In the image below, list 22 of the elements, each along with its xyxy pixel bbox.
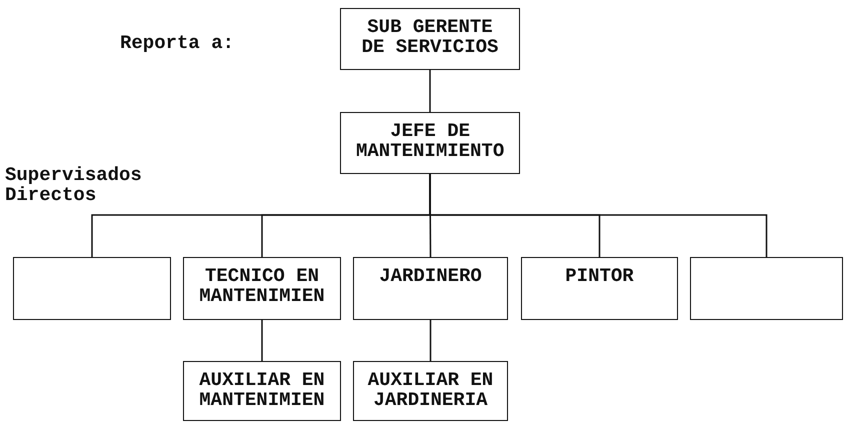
position-title: SUB GERENTE DE SERVICIOS (360, 17, 500, 57)
reports-to-label: Reporta a: (120, 33, 234, 53)
direct-reports-label: Supervisados Directos (5, 165, 143, 205)
position-box (340, 8, 520, 70)
position-box (521, 257, 678, 320)
position-title: JEFE DE MANTENIMIENTO (356, 121, 504, 161)
position-box (353, 257, 508, 320)
empty-position-box (690, 257, 843, 320)
connector-line (429, 70, 431, 112)
position-box (183, 361, 341, 421)
connector-line (429, 174, 768, 257)
connector-line (261, 320, 263, 361)
position-box (353, 361, 508, 421)
position-box (340, 112, 520, 174)
position-title: AUXILIAR EN JARDINERIA (366, 370, 494, 410)
position-title: TECNICO EN MANTENIMIEN (198, 266, 326, 306)
connector-line (430, 320, 432, 361)
empty-position-box (13, 257, 171, 320)
position-title: PINTOR (565, 266, 634, 286)
position-title: AUXILIAR EN MANTENIMIEN (198, 370, 326, 410)
position-title: JARDINERO (379, 266, 482, 286)
position-box (183, 257, 341, 320)
